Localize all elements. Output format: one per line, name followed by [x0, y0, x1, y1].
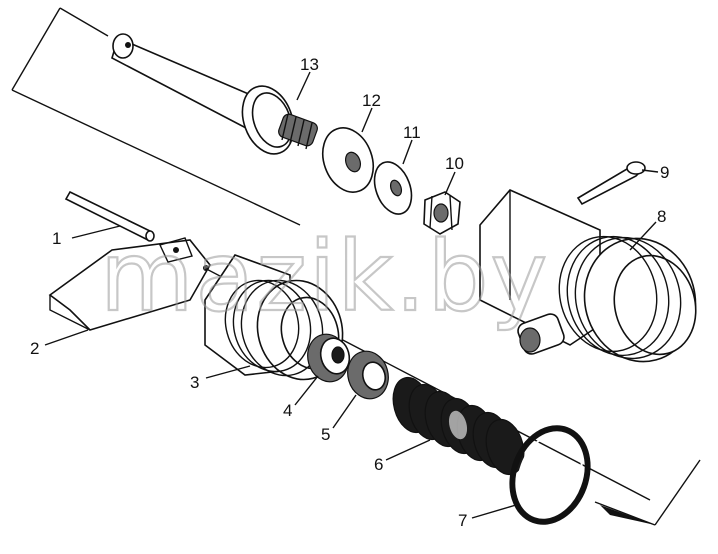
part-10-castle-nut — [423, 191, 461, 235]
callout-13: 13 — [300, 55, 319, 74]
part-7-o-ring — [509, 425, 591, 525]
part-13-thread — [278, 113, 318, 150]
callout-2: 2 — [30, 339, 39, 358]
part-6-spring — [392, 376, 525, 476]
part-5-ring — [347, 350, 389, 400]
part-13-pin — [111, 33, 318, 155]
callout-1: 1 — [52, 229, 61, 248]
callout-6: 6 — [374, 455, 383, 474]
part-9-cotter-pin — [576, 161, 646, 206]
part-12-washer — [321, 127, 375, 193]
part-8-housing — [479, 189, 697, 363]
part-4-bushing — [307, 333, 351, 383]
callout-12: 12 — [362, 91, 381, 110]
callout-5: 5 — [321, 425, 330, 444]
callout-labels: 1 2 3 4 5 6 7 8 9 10 11 12 13 — [30, 55, 669, 530]
leader-lines — [44, 71, 659, 519]
part-11-flat-washer — [373, 161, 413, 215]
callout-7: 7 — [458, 511, 467, 530]
callout-10: 10 — [445, 154, 464, 173]
part-1-rod — [64, 190, 155, 242]
part-8-thread — [558, 235, 697, 363]
watermark: mazik.by — [100, 221, 549, 333]
callout-8: 8 — [657, 207, 666, 226]
callout-11: 11 — [403, 123, 421, 142]
callout-9: 9 — [660, 163, 669, 182]
callout-3: 3 — [190, 373, 199, 392]
callout-4: 4 — [283, 401, 292, 420]
part-2-bracket — [48, 237, 211, 331]
